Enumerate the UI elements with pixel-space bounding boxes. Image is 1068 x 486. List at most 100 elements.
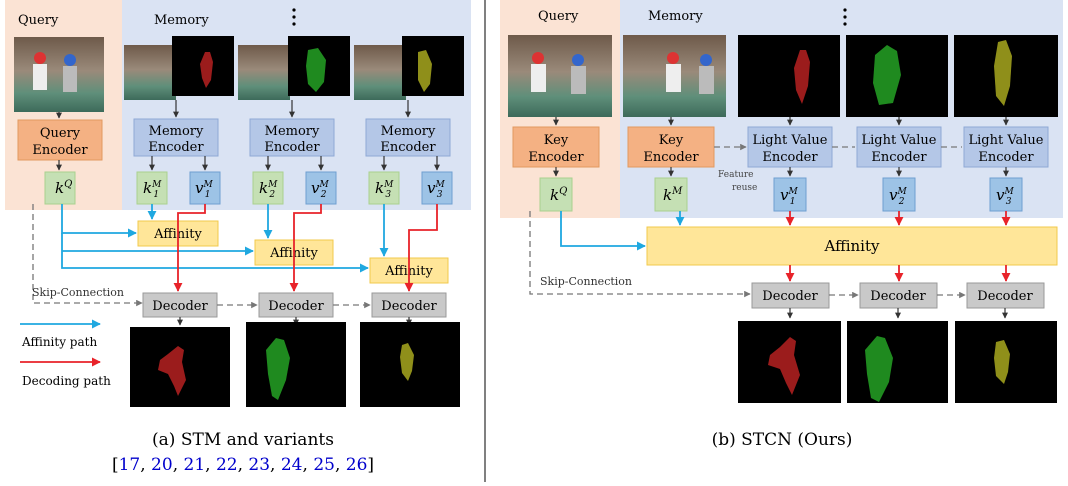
output-mask-3-b — [955, 321, 1057, 403]
query-title-b: Query — [538, 9, 579, 24]
caption-a-citations: [17, 20, 21, 22, 23, 24, 25, 26] — [112, 455, 374, 475]
query-title: Query — [18, 13, 59, 28]
memory-encoder-2-box: Memory Encoder — [249, 118, 335, 157]
skip-connection-label-b: Skip-Connection — [540, 275, 632, 288]
light-value-encoder-2-box: Light Value Encoder — [856, 126, 942, 168]
memory-key-box-b: kM — [654, 177, 688, 212]
memory-region-bg — [122, 0, 471, 210]
memory-encoder-1-box: Memory Encoder — [133, 118, 219, 157]
svg-text:Encoder: Encoder — [643, 150, 699, 165]
light-value-encoder-3-box: Light Value Encoder — [963, 126, 1049, 168]
query-encoder-box: Query Encoder — [17, 119, 103, 161]
svg-text:Decoder: Decoder — [381, 299, 437, 314]
affinity-box-b: Affinity — [646, 226, 1058, 266]
citation-22: 22 — [216, 455, 238, 475]
memory-mask-3-b — [954, 35, 1058, 117]
legend-affinity-label: Affinity path — [21, 335, 97, 349]
memory-title: Memory — [154, 13, 209, 28]
panel-a: Query Memory Query — [5, 0, 471, 475]
svg-text:vM3: vM3 — [996, 186, 1014, 207]
legend-decoding-label: Decoding path — [22, 374, 111, 388]
svg-text:kQ: kQ — [550, 186, 567, 204]
svg-text:Encoder: Encoder — [871, 150, 927, 165]
output-mask-3 — [360, 322, 460, 407]
memory-title-b: Memory — [648, 9, 703, 24]
citation-21: 21 — [184, 455, 206, 475]
citation-25: 25 — [313, 455, 335, 475]
light-value-encoder-1-box: Light Value Encoder — [747, 126, 833, 168]
key-encoder-memory-box: Key Encoder — [627, 126, 715, 168]
svg-text:Encoder: Encoder — [264, 140, 320, 155]
svg-text:Decoder: Decoder — [152, 299, 208, 314]
svg-text:kM: kM — [663, 186, 683, 204]
query-key-box-b: kQ — [539, 177, 573, 212]
svg-text:Memory: Memory — [265, 124, 320, 139]
memory-frame-image-b — [623, 35, 726, 117]
citation-26: 26 — [346, 455, 368, 475]
decoder-box-1-b: Decoder — [751, 282, 830, 309]
svg-text:kM2: kM2 — [259, 179, 278, 200]
svg-text:Decoder: Decoder — [268, 299, 324, 314]
svg-text:vM2: vM2 — [311, 179, 329, 200]
decoder-box-3: Decoder — [371, 292, 447, 318]
skip-connection-label-a: Skip-Connection — [32, 286, 124, 299]
svg-text:Encoder: Encoder — [528, 150, 584, 165]
svg-text:Encoder: Encoder — [148, 140, 204, 155]
memory-frame-1-image — [124, 36, 234, 100]
svg-text:Decoder: Decoder — [977, 289, 1033, 304]
citation-17: 17 — [119, 455, 141, 475]
svg-text:Key: Key — [544, 133, 569, 148]
output-mask-2 — [246, 322, 346, 407]
svg-text:Query: Query — [40, 126, 81, 141]
memory-mask-2-b — [846, 35, 948, 117]
svg-text:Light Value: Light Value — [968, 133, 1043, 148]
svg-text:Decoder: Decoder — [762, 289, 818, 304]
svg-text:Decoder: Decoder — [870, 289, 926, 304]
citation-23: 23 — [248, 455, 270, 475]
svg-text:vM1: vM1 — [195, 179, 213, 200]
query-frame-image — [14, 37, 104, 112]
svg-text:Encoder: Encoder — [762, 150, 818, 165]
svg-text:Affinity: Affinity — [824, 237, 881, 255]
query-frame-image-b — [508, 35, 612, 117]
svg-text:Light Value: Light Value — [861, 133, 936, 148]
output-mask-1-b — [738, 321, 841, 403]
svg-text:kQ: kQ — [55, 179, 72, 197]
svg-text:vM2: vM2 — [889, 186, 907, 207]
memory-frame-2-image — [238, 36, 350, 100]
svg-text:kM1: kM1 — [143, 179, 162, 200]
key-encoder-query-box: Key Encoder — [512, 126, 600, 168]
skip-connection-path-b — [529, 211, 751, 298]
svg-text:Key: Key — [659, 133, 684, 148]
caption-b: (b) STCN (Ours) — [712, 430, 853, 450]
output-mask-1 — [130, 327, 230, 407]
skip-connection-path-a — [32, 204, 143, 307]
citation-20: 20 — [151, 455, 173, 475]
svg-text:Memory: Memory — [381, 124, 436, 139]
svg-text:Light Value: Light Value — [752, 133, 827, 148]
svg-text:vM1: vM1 — [780, 186, 798, 207]
output-mask-2-b — [847, 321, 948, 403]
svg-text:Encoder: Encoder — [380, 140, 436, 155]
decoder-box-3-b: Decoder — [966, 282, 1045, 309]
memory-mask-1-b — [738, 35, 840, 117]
svg-text:Encoder: Encoder — [978, 150, 1034, 165]
panel-b: Query Memory Key — [500, 0, 1063, 450]
citation-24: 24 — [281, 455, 303, 475]
decoder-box-2-b: Decoder — [859, 282, 938, 309]
svg-text:Memory: Memory — [149, 124, 204, 139]
ellipsis-icon-b — [843, 8, 847, 26]
svg-text:vM3: vM3 — [427, 179, 445, 200]
caption-a: (a) STM and variants — [152, 430, 334, 450]
ellipsis-icon — [292, 8, 296, 26]
decoder-box-2: Decoder — [258, 292, 334, 318]
